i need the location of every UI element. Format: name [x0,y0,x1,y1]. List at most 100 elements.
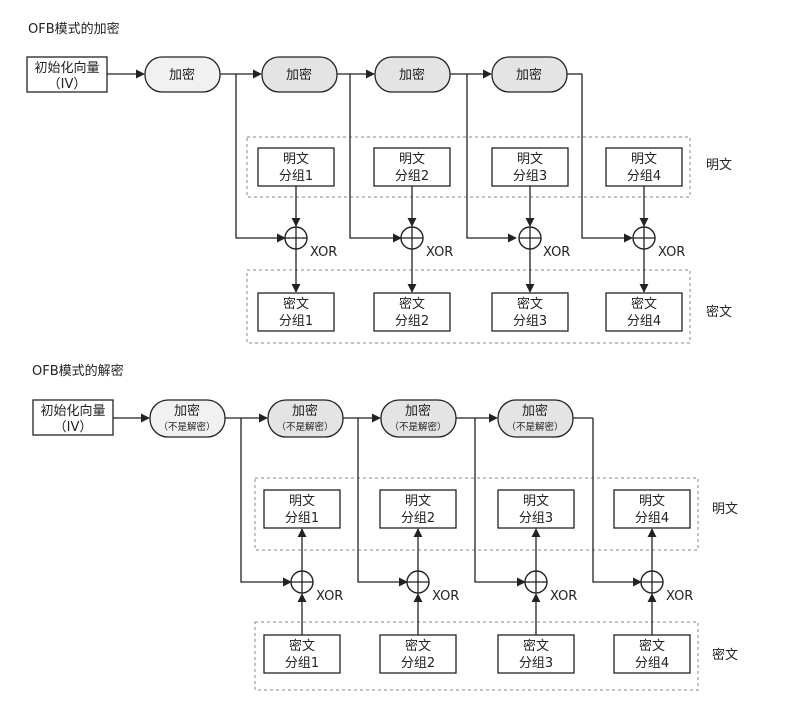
xor-symbol-2: XOR [406,570,459,604]
block-label: 明文 [631,152,657,167]
plaintext-side-label: 明文 [712,502,738,517]
block-label: 明文 [283,152,309,167]
cipher-block-2: 加密 （不是解密） [267,399,344,438]
encryption-diagram: OFB模式的加密 初始化向量 （IV） 加密 加密 加密 加密 [26,21,732,344]
block-label: 密文 [283,296,309,312]
ciphertext-block-1: 密文 分组1 [257,292,335,332]
ciphertext-block-2: 密文 分组2 [379,634,457,674]
cipher-label: 加密 [286,67,312,83]
ciphertext-block-4: 密文 分组4 [605,292,683,332]
cipher-label: 加密 [292,403,318,419]
cipher-label: 加密 [522,403,548,419]
ciphertext-block-2: 密文 分组2 [373,292,451,332]
block-label: 明文 [517,152,543,167]
xor-label: XOR [426,245,453,260]
block-index: 分组4 [635,656,669,671]
block-label: 明文 [639,494,665,509]
block-index: 分组3 [519,511,553,526]
iv-label-abbrev: （IV） [54,420,93,435]
block-index: 分组3 [513,169,547,184]
cipher-block-1: 加密 [144,56,221,93]
xor-label: XOR [432,589,459,604]
plaintext-block-1: 明文 分组1 [263,489,341,529]
ciphertext-group [254,621,699,691]
xor-to-ciphertext-arrows [291,249,649,293]
cipher-label: 加密 [174,403,200,419]
ciphertext-side-label: 密文 [706,304,732,320]
xor-symbol-1: XOR [290,570,343,604]
cipher-note: （不是解密） [506,421,563,433]
xor-label: XOR [543,245,570,260]
plaintext-side-label: 明文 [706,158,732,173]
keystream-wires [235,74,633,243]
block-index: 分组3 [513,314,547,329]
block-label: 密文 [523,638,549,654]
cipher-note: （不是解密） [276,421,333,433]
plaintext-block-4: 明文 分组4 [613,489,691,529]
block-index: 分组1 [285,656,319,671]
ciphertext-to-xor-arrows [297,593,657,635]
cipher-label: 加密 [405,403,431,419]
ciphertext-block-3: 密文 分组3 [491,292,569,332]
block-label: 密文 [631,296,657,312]
plaintext-block-1: 明文 分组1 [257,147,335,187]
block-label: 密文 [517,296,543,312]
cipher-label: 加密 [169,67,195,83]
plaintext-block-2: 明文 分组2 [373,147,451,187]
cipher-block-3: 加密 [374,56,451,93]
cipher-block-4: 加密 （不是解密） [497,399,574,438]
cipher-label: 加密 [399,67,425,83]
iv-box: 初始化向量 （IV） [32,399,114,436]
xor-symbol-2: XOR [400,226,453,260]
block-index: 分组4 [627,314,661,329]
iv-label-abbrev: （IV） [48,77,87,92]
xor-symbol-4: XOR [640,570,693,604]
plaintext-to-xor-arrows [291,186,649,227]
decryption-diagram: OFB模式的解密 初始化向量 （IV） 加密 （不是解密） 加密 （不是解密） … [32,363,738,691]
block-index: 分组2 [401,656,435,671]
block-label: 明文 [523,494,549,509]
encryption-title: OFB模式的加密 [28,21,120,37]
block-label: 明文 [289,494,315,509]
ciphertext-block-3: 密文 分组3 [497,634,575,674]
block-label: 密文 [399,296,425,312]
iv-box: 初始化向量 （IV） [26,56,108,93]
block-index: 分组1 [285,511,319,526]
xor-symbol-4: XOR [632,226,685,260]
xor-label: XOR [666,589,693,604]
block-index: 分组4 [627,169,661,184]
plaintext-block-3: 明文 分组3 [497,489,575,529]
block-index: 分组2 [395,314,429,329]
ciphertext-side-label: 密文 [712,647,738,663]
ciphertext-block-1: 密文 分组1 [263,634,341,674]
plaintext-block-4: 明文 分组4 [605,147,683,187]
ciphertext-block-4: 密文 分组4 [613,634,691,674]
cipher-label: 加密 [516,67,542,83]
block-label: 密文 [289,638,315,654]
iv-label: 初始化向量 [34,60,99,76]
cipher-block-3: 加密 （不是解密） [380,399,457,438]
xor-label: XOR [316,589,343,604]
xor-symbol-3: XOR [518,226,570,260]
block-index: 分组2 [395,169,429,184]
xor-symbol-1: XOR [284,226,337,260]
cipher-note: （不是解密） [158,421,215,433]
block-index: 分组4 [635,511,669,526]
cipher-note: （不是解密） [389,421,446,433]
plaintext-block-3: 明文 分组3 [491,147,569,187]
xor-label: XOR [550,589,577,604]
cipher-block-2: 加密 [261,56,338,93]
keystream-wires [240,418,642,587]
block-label: 明文 [405,494,431,509]
block-index: 分组2 [401,511,435,526]
block-label: 密文 [639,638,665,654]
block-index: 分组1 [279,314,313,329]
cipher-block-4: 加密 [491,56,568,93]
block-index: 分组3 [519,656,553,671]
xor-label: XOR [658,245,685,260]
plaintext-block-2: 明文 分组2 [379,489,457,529]
xor-label: XOR [310,245,337,260]
xor-symbol-3: XOR [524,570,577,604]
